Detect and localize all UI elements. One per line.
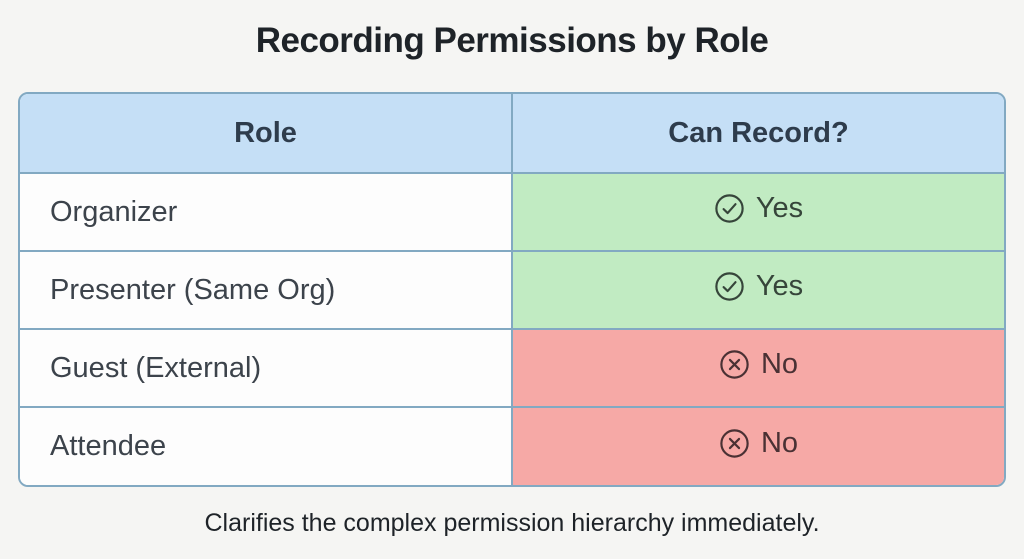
role-cell: Presenter (Same Org): [20, 250, 513, 330]
table-row: Organizer Yes: [20, 172, 1004, 252]
table-header: Role Can Record?: [20, 94, 1004, 174]
x-circle-icon: [720, 350, 749, 379]
table-row: Guest (External) No: [20, 328, 1004, 408]
can-record-cell: No: [511, 328, 1004, 408]
header-row: Role Can Record?: [20, 94, 1004, 174]
status-indicator: Yes: [714, 192, 803, 225]
x-circle-icon: [720, 428, 749, 458]
role-cell: Organizer: [20, 172, 513, 252]
status-indicator: No: [719, 348, 798, 381]
caption: Clarifies the complex permission hierarc…: [204, 509, 820, 537]
role-cell: Attendee: [20, 406, 513, 485]
page-title: Recording Permissions by Role: [255, 21, 769, 60]
column-header-role: Role: [20, 94, 513, 174]
status-label: No: [760, 426, 799, 459]
status-indicator: Yes: [714, 270, 803, 303]
status-indicator: No: [719, 427, 798, 460]
status-label: No: [760, 348, 799, 380]
status-label: Yes: [755, 270, 804, 302]
recording-permissions-infographic: Recording Permissions by Role Role Can R…: [0, 21, 1024, 559]
table-row: Attendee No: [20, 406, 1004, 485]
status-label: Yes: [755, 192, 804, 224]
can-record-cell: Yes: [511, 250, 1004, 330]
can-record-cell: No: [511, 406, 1004, 485]
column-header-can-record: Can Record?: [511, 94, 1004, 174]
table-row: Presenter (Same Org) Yes: [20, 250, 1004, 330]
can-record-cell: Yes: [511, 172, 1004, 252]
role-cell: Guest (External): [20, 328, 513, 408]
check-circle-icon: [715, 272, 744, 301]
check-circle-icon: [715, 194, 744, 223]
